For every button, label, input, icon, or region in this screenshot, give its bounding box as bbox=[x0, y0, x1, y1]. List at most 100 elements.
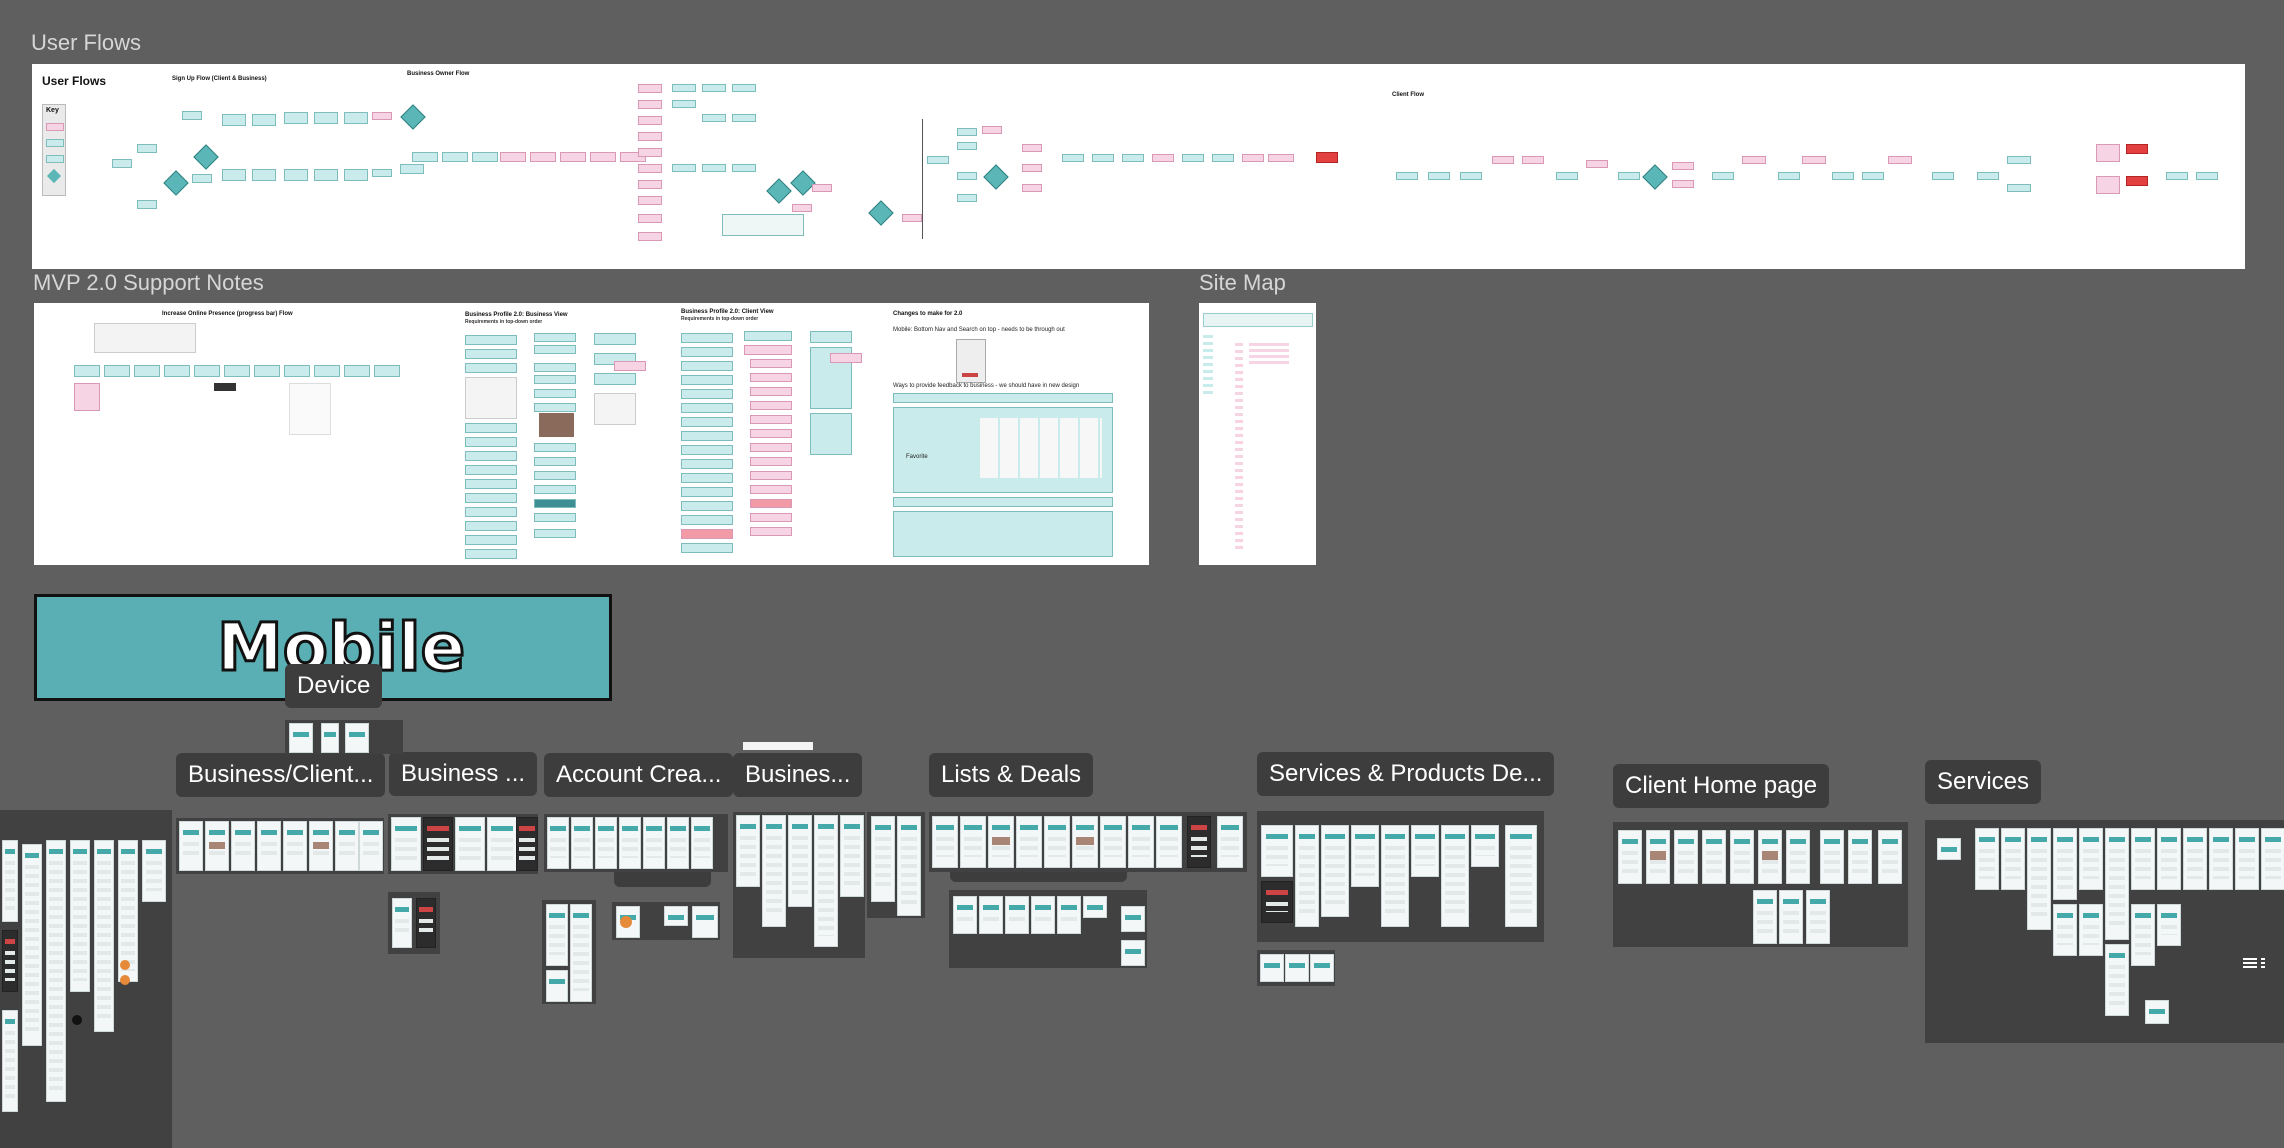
flow-node[interactable] bbox=[252, 114, 276, 126]
flow-node[interactable] bbox=[1778, 172, 1800, 180]
device-frame[interactable] bbox=[285, 720, 403, 754]
feedback-bar-2[interactable] bbox=[893, 497, 1113, 507]
screen-thumbnail[interactable] bbox=[231, 821, 255, 871]
flow-node[interactable] bbox=[194, 365, 220, 377]
user-flows-section-title[interactable]: User Flows bbox=[31, 30, 142, 55]
requirement-item[interactable] bbox=[681, 375, 733, 385]
screen-thumbnail[interactable] bbox=[1758, 830, 1782, 884]
screen-thumbnail[interactable] bbox=[897, 816, 921, 916]
screen-thumbnail[interactable] bbox=[2145, 1000, 2169, 1024]
flow-node-pink[interactable] bbox=[1672, 180, 1694, 188]
screen-thumbnail[interactable] bbox=[2131, 828, 2155, 890]
screen-thumbnail[interactable] bbox=[1381, 825, 1409, 927]
flow-node-pink[interactable] bbox=[1802, 156, 1826, 164]
screen-thumbnail[interactable] bbox=[1779, 890, 1803, 944]
flow-node[interactable] bbox=[344, 169, 368, 181]
flow-node[interactable] bbox=[344, 365, 370, 377]
services-products-frame-2[interactable] bbox=[1257, 950, 1335, 986]
feedback-panel-2[interactable] bbox=[893, 511, 1113, 557]
flow-node-pink[interactable] bbox=[638, 132, 662, 141]
screen-thumbnail[interactable] bbox=[1730, 830, 1754, 884]
requirement-item-pink[interactable] bbox=[744, 345, 792, 355]
flow-node[interactable] bbox=[222, 114, 246, 126]
requirement-item[interactable] bbox=[681, 543, 733, 553]
popup-modals-frame[interactable] bbox=[949, 890, 1147, 968]
requirement-item[interactable] bbox=[465, 507, 517, 517]
requirement-item[interactable] bbox=[465, 465, 517, 475]
screen-thumbnail[interactable] bbox=[1646, 830, 1670, 884]
flow-node[interactable] bbox=[672, 84, 696, 92]
requirement-mock[interactable] bbox=[594, 393, 636, 425]
requirement-item-pink[interactable] bbox=[750, 527, 792, 536]
screen-thumbnail[interactable] bbox=[988, 816, 1014, 868]
flow-node[interactable] bbox=[182, 111, 202, 120]
flow-node-pink[interactable] bbox=[638, 164, 662, 173]
support-notes-board[interactable]: Increase Online Presence (progress bar) … bbox=[34, 303, 1149, 565]
flow-node-pink[interactable] bbox=[2096, 176, 2120, 194]
flow-node[interactable] bbox=[672, 164, 696, 172]
flow-node[interactable] bbox=[1556, 172, 1578, 180]
screen-thumbnail[interactable] bbox=[487, 817, 517, 871]
flow-node-pink[interactable] bbox=[1022, 164, 1042, 172]
business-client-frame[interactable] bbox=[176, 818, 384, 874]
screen-thumbnail[interactable] bbox=[1121, 906, 1145, 932]
screen-thumbnail[interactable] bbox=[546, 970, 568, 1002]
screen-thumbnail[interactable] bbox=[392, 898, 412, 948]
requirement-item-pink[interactable] bbox=[750, 401, 792, 410]
screen-thumbnail[interactable] bbox=[2079, 828, 2103, 890]
business-dots-frame-2[interactable] bbox=[867, 812, 925, 918]
screen-thumbnail[interactable] bbox=[2, 840, 18, 922]
screen-thumbnail[interactable] bbox=[2, 1010, 18, 1112]
flow-node-pink[interactable] bbox=[620, 152, 646, 162]
screen-thumbnail[interactable] bbox=[179, 821, 203, 871]
flow-node-pink[interactable] bbox=[1522, 156, 1544, 164]
screen-thumbnail[interactable] bbox=[1878, 830, 1902, 884]
flow-node[interactable] bbox=[957, 142, 977, 150]
flow-detail-box[interactable] bbox=[722, 214, 804, 236]
screen-thumbnail[interactable] bbox=[1975, 828, 1999, 890]
flow-node[interactable] bbox=[2196, 172, 2218, 180]
services-products-frame[interactable] bbox=[1257, 811, 1544, 942]
requirement-item[interactable] bbox=[465, 363, 517, 373]
requirement-item[interactable] bbox=[534, 471, 576, 480]
requirement-item[interactable] bbox=[810, 413, 852, 455]
flow-decision[interactable] bbox=[163, 170, 189, 196]
screen-thumbnail[interactable] bbox=[643, 817, 665, 869]
flow-node-pink[interactable] bbox=[1888, 156, 1912, 164]
requirement-item-pink[interactable] bbox=[750, 373, 792, 382]
screen-thumbnail-dark[interactable] bbox=[2, 930, 18, 992]
screen-thumbnail[interactable] bbox=[2027, 828, 2051, 930]
flow-node[interactable] bbox=[1428, 172, 1450, 180]
screen-thumbnail[interactable] bbox=[94, 840, 114, 1032]
screen-thumbnail[interactable] bbox=[691, 817, 713, 869]
screen-thumbnail[interactable] bbox=[1674, 830, 1698, 884]
requirement-item[interactable] bbox=[681, 417, 733, 427]
requirement-item[interactable] bbox=[534, 363, 576, 372]
screen-thumbnail[interactable] bbox=[142, 840, 166, 902]
screen-thumbnail[interactable] bbox=[257, 821, 281, 871]
screen-thumbnail[interactable] bbox=[736, 815, 760, 887]
flow-node[interactable] bbox=[1460, 172, 1482, 180]
flow-node[interactable] bbox=[732, 164, 756, 172]
screen-thumbnail[interactable] bbox=[2053, 904, 2077, 956]
flow-node-pink[interactable] bbox=[638, 116, 662, 125]
flow-node[interactable] bbox=[224, 365, 250, 377]
flow-node[interactable] bbox=[472, 152, 498, 162]
screen-thumbnail[interactable] bbox=[1310, 954, 1334, 982]
flow-node[interactable] bbox=[957, 128, 977, 136]
screen-thumbnail-dark[interactable] bbox=[416, 898, 436, 948]
flow-node-pink[interactable] bbox=[812, 184, 832, 192]
requirement-item[interactable] bbox=[681, 515, 733, 525]
requirement-item[interactable] bbox=[534, 529, 576, 538]
screen-thumbnail[interactable] bbox=[1753, 890, 1777, 944]
flow-node[interactable] bbox=[344, 112, 368, 124]
requirement-item[interactable] bbox=[681, 389, 733, 399]
flow-node[interactable] bbox=[104, 365, 130, 377]
account-creation-frame-2[interactable] bbox=[542, 900, 596, 1004]
screen-thumbnail[interactable] bbox=[1031, 896, 1055, 934]
flow-node-pink[interactable] bbox=[638, 196, 662, 205]
requirement-item[interactable] bbox=[681, 403, 733, 413]
requirement-item[interactable] bbox=[534, 443, 576, 452]
screen-thumbnail[interactable] bbox=[359, 821, 383, 871]
screen-thumbnail[interactable] bbox=[2183, 828, 2207, 890]
